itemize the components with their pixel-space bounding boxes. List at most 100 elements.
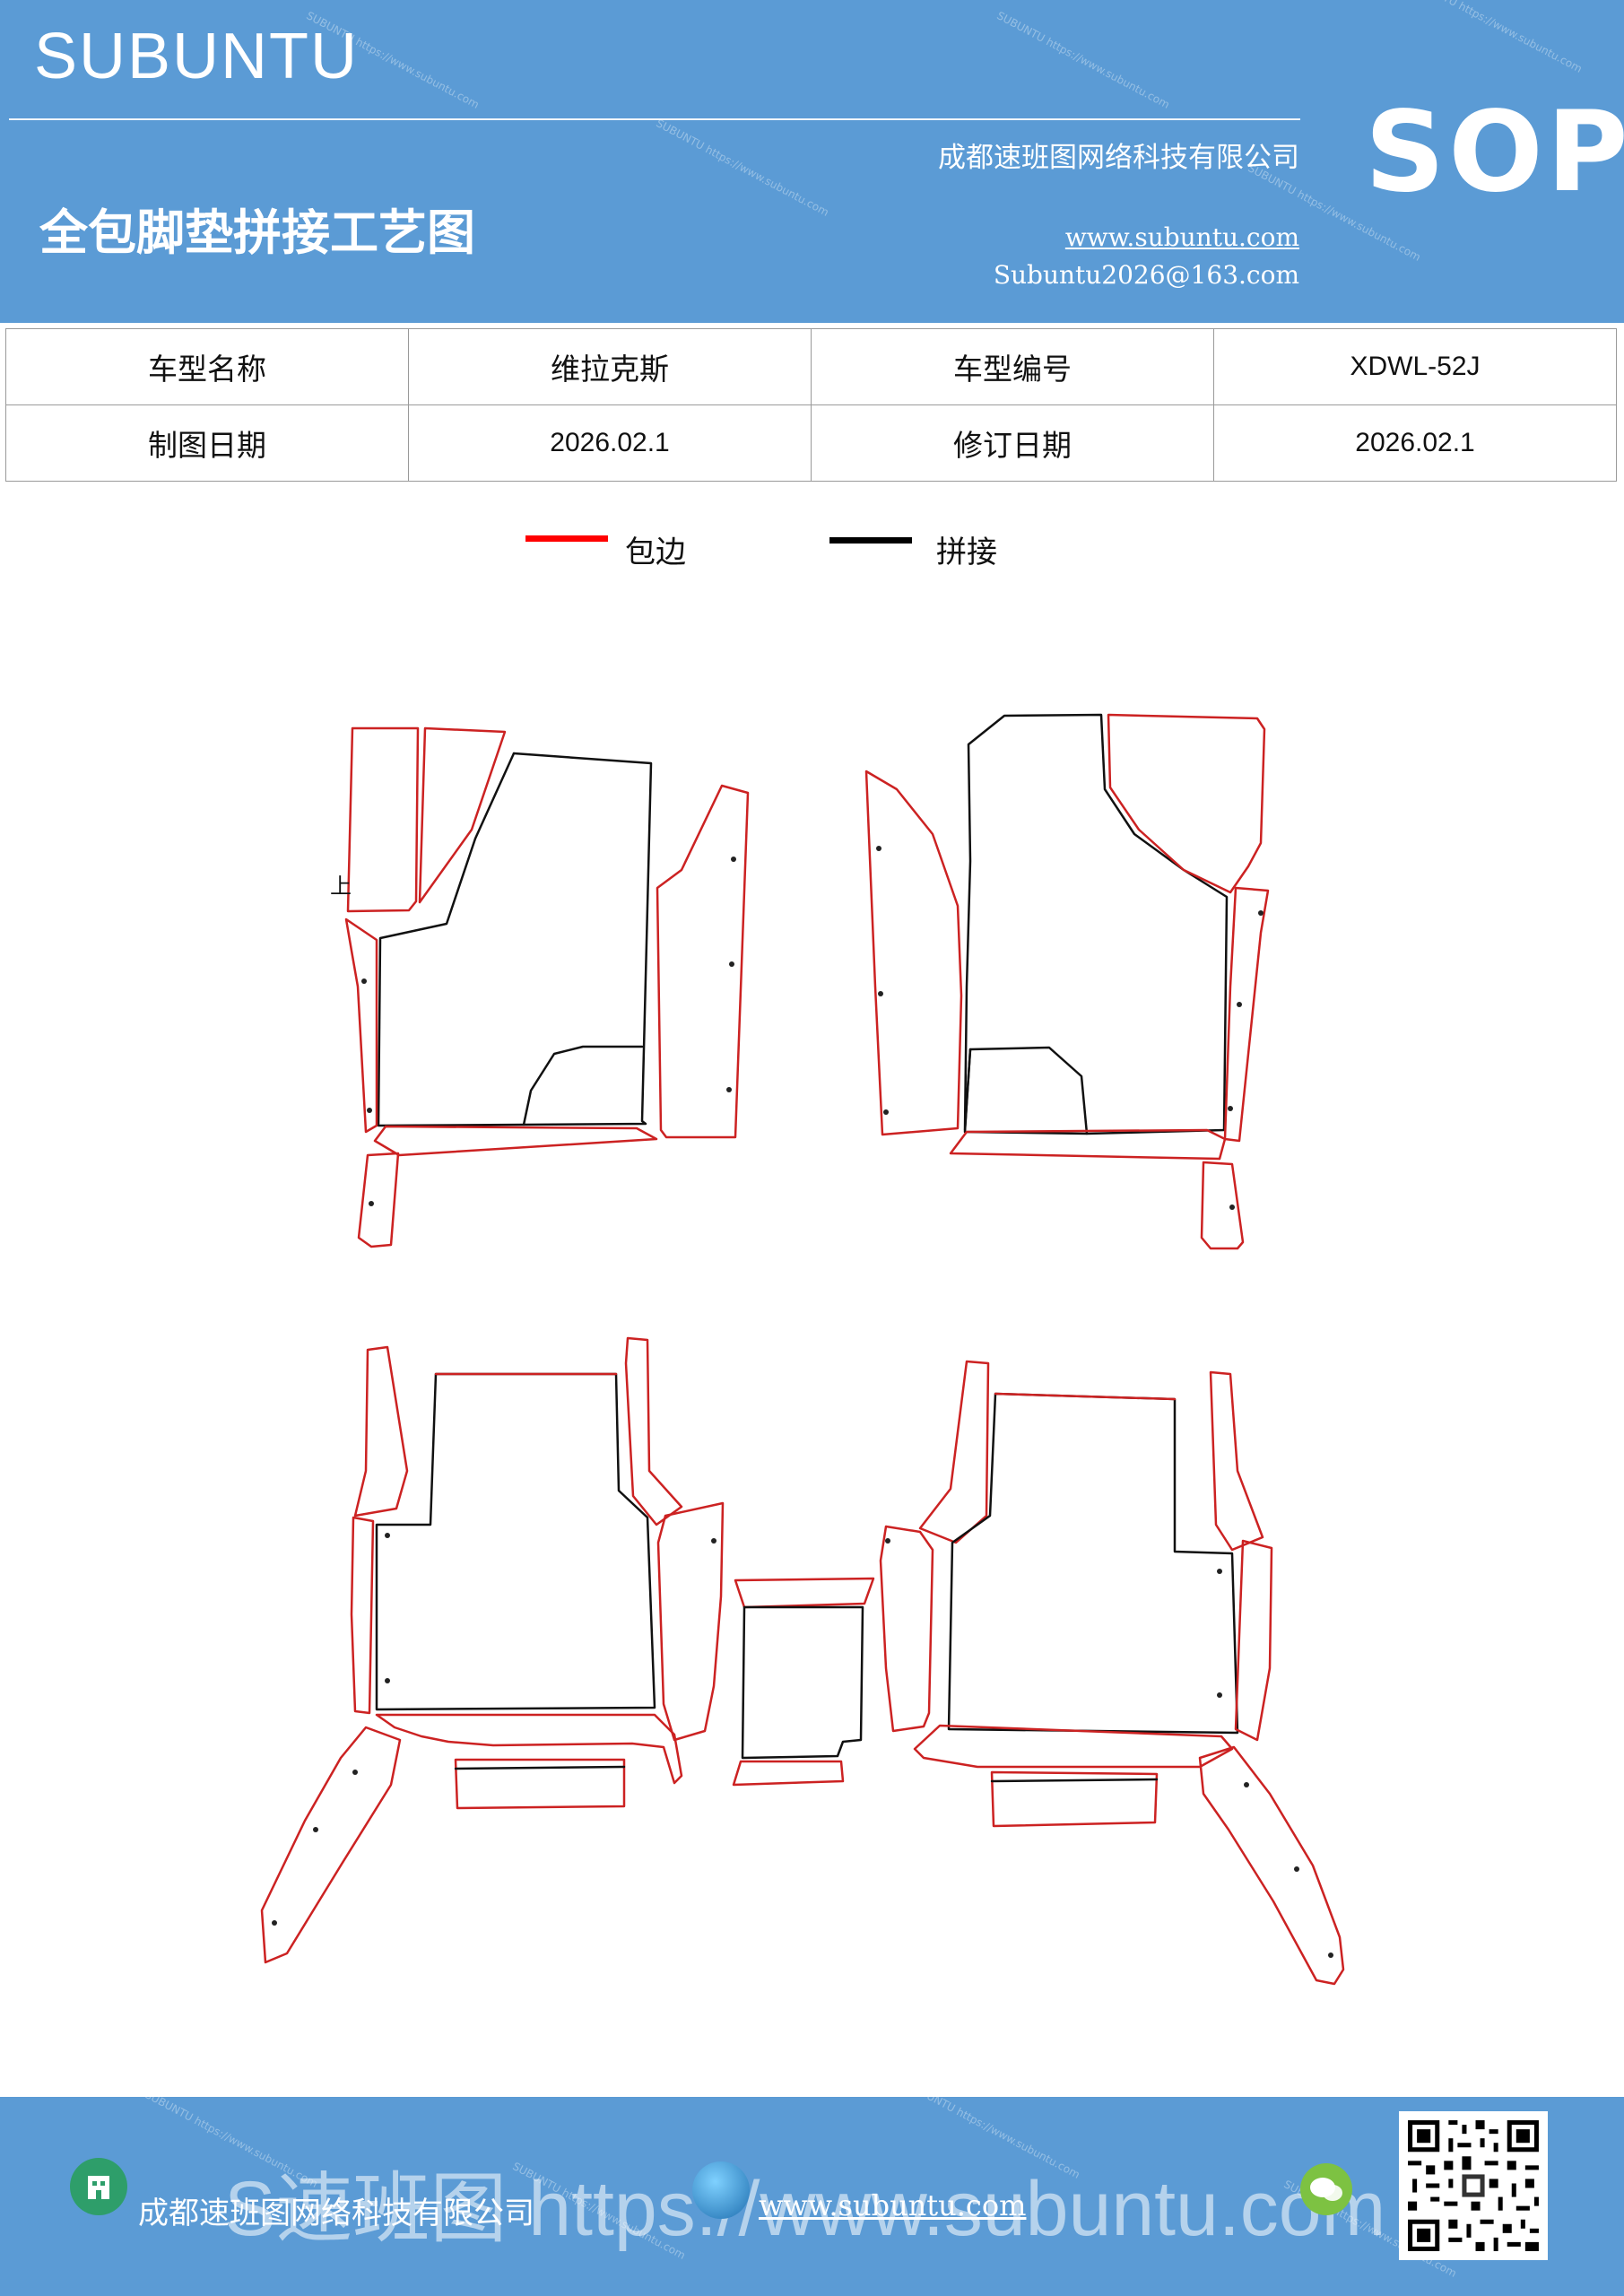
mat-piece [1200, 1161, 1245, 1250]
table-row: 车型名称 维拉克斯 车型编号 XDWL-52J [5, 328, 1617, 405]
clip-hole [361, 978, 367, 984]
mat-piece [734, 1577, 875, 1609]
draw-date-value: 2026.02.1 [408, 404, 812, 482]
mat-piece [350, 1516, 375, 1715]
mat-piece [357, 1152, 400, 1248]
header-divider [9, 118, 1300, 120]
clip-hole [729, 961, 734, 967]
clip-hole [367, 1108, 372, 1113]
clip-hole [711, 1538, 716, 1544]
mat-piece [656, 1501, 725, 1742]
clip-hole [726, 1087, 732, 1092]
brand-logo-text: SUBUNTU [34, 21, 360, 92]
mat-piece [375, 1713, 683, 1785]
mat-piece [879, 1525, 934, 1733]
mat-seam [990, 1778, 1159, 1783]
building-icon [70, 2158, 127, 2215]
clip-hole [352, 1770, 358, 1775]
clip-hole [876, 846, 881, 851]
clip-hole [369, 1201, 374, 1206]
mat-piece [947, 1392, 1239, 1735]
mat-piece [353, 1345, 409, 1518]
clip-hole [1237, 1002, 1242, 1007]
clip-hole [1217, 1569, 1222, 1574]
qr-code[interactable] [1399, 2111, 1548, 2260]
mat-piece [1234, 1539, 1273, 1742]
email-address: Subuntu2026@163.com [993, 260, 1299, 290]
legend-edge-label: 包边 [625, 535, 686, 570]
rear-left-mat-group [260, 1336, 725, 1964]
mat-piece [918, 1360, 990, 1544]
front-left-mat-group: 上 [330, 726, 750, 1248]
clip-hole [385, 1678, 390, 1683]
clip-hole [885, 1538, 890, 1544]
table-row: 制图日期 2026.02.1 修订日期 2026.02.1 [5, 404, 1617, 482]
mat-piece [1198, 1745, 1345, 1986]
mat-piece [512, 752, 653, 1126]
model-name-value: 维拉克斯 [408, 328, 812, 405]
model-name-label: 车型名称 [5, 328, 409, 405]
mat-piece [454, 1758, 626, 1810]
mat-piece [732, 1760, 845, 1787]
globe-icon [692, 2161, 750, 2219]
orientation-mark: 上 [330, 874, 352, 899]
mat-piece [949, 1128, 1227, 1161]
mat-piece [1107, 713, 1266, 894]
clip-hole [1229, 1205, 1235, 1210]
clip-hole [1258, 910, 1264, 916]
clip-hole [1217, 1692, 1222, 1698]
mat-piece [624, 1336, 683, 1526]
legend-edge-swatch [525, 535, 608, 542]
mat-piece [994, 1392, 1177, 1401]
clip-hole [313, 1827, 318, 1832]
vehicle-info-table: 车型名称 维拉克斯 车型编号 XDWL-52J 制图日期 2026.02.1 修… [5, 328, 1617, 482]
page-header: SUBUNTU https://www.subuntu.com SUBUNTU … [0, 0, 1624, 323]
sop-badge: SOP [1365, 88, 1624, 217]
model-code-label: 车型编号 [811, 328, 1214, 405]
clip-hole [385, 1533, 390, 1538]
model-code-value: XDWL-52J [1213, 328, 1617, 405]
mat-piece [1223, 886, 1270, 1143]
clip-hole [883, 1109, 889, 1115]
mat-piece [913, 1724, 1234, 1769]
mat-seam [377, 752, 525, 1127]
clip-hole [1294, 1866, 1299, 1872]
mat-seam [454, 1765, 626, 1770]
mat-piece [963, 713, 1229, 1135]
legend-seam-swatch [829, 537, 912, 544]
clip-hole [731, 857, 736, 862]
footer-company-name: 成都速班图网络科技有限公司 [138, 2196, 534, 2231]
mat-piece [373, 1125, 658, 1157]
legend-seam-label: 拼接 [936, 535, 997, 570]
mat-seam [963, 1048, 1089, 1135]
center-tunnel-mat-group [732, 1577, 875, 1787]
clip-hole [1244, 1782, 1249, 1787]
page-title: 全包脚垫拼接工艺图 [39, 204, 475, 261]
mat-piece [344, 918, 378, 1134]
mat-piece [418, 726, 507, 904]
rear-right-mat-group [879, 1360, 1345, 1986]
footer-website-link[interactable]: www.subuntu.com [759, 2188, 1027, 2222]
mat-piece [864, 770, 963, 1136]
floor-mat-diagram: 上 [260, 713, 1345, 1986]
revision-date-value: 2026.02.1 [1213, 404, 1617, 482]
mat-piece [656, 784, 750, 1139]
company-name: 成都速班图网络科技有限公司 [938, 142, 1299, 174]
mat-piece [741, 1605, 864, 1760]
mat-piece [260, 1726, 402, 1964]
clip-hole [1328, 1952, 1333, 1958]
wechat-icon [1300, 2163, 1352, 2215]
revision-date-label: 修订日期 [811, 404, 1214, 482]
clip-hole [272, 1920, 277, 1926]
front-right-mat-group [864, 713, 1270, 1250]
mat-piece [346, 726, 420, 913]
page-footer: SUBUNTU https://www.subuntu.com SUBUNTU … [0, 2079, 1624, 2296]
mat-piece [990, 1770, 1159, 1828]
draw-date-label: 制图日期 [5, 404, 409, 482]
mat-piece [1209, 1370, 1264, 1552]
clip-hole [878, 991, 883, 996]
clip-hole [1228, 1106, 1233, 1111]
website-link[interactable]: www.subuntu.com [1064, 222, 1299, 252]
footer-watermark-text: S速班图 https://www.subuntu.com [224, 2166, 1386, 2252]
mat-piece [375, 1372, 656, 1711]
